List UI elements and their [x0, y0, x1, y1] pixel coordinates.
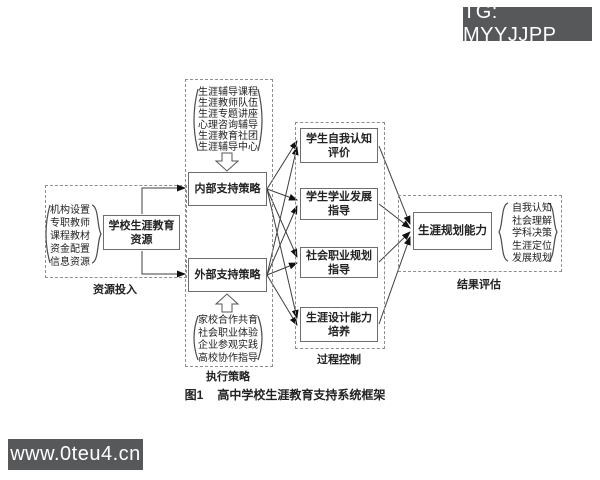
tg-watermark-text: TG: MYYJJPP: [463, 1, 557, 46]
resources-group-label: 资源投入: [93, 284, 137, 296]
up-block-arrow-icon: [214, 293, 240, 313]
list-item: 自我认知: [512, 203, 552, 214]
list-item: 社会职业体验: [198, 327, 258, 339]
brace-glyphs: [45, 88, 558, 361]
figure-caption-number: 图1: [184, 388, 204, 402]
node-label-line: 学生自我认知: [306, 132, 372, 145]
node-label-line: 学校生涯教育: [108, 219, 175, 232]
internal-support-list: 生涯辅导课程 生涯教师队伍 生涯专题讲座 心理咨询辅导 生涯教育社团 生涯辅导中…: [197, 87, 259, 153]
process-group-label: 过程控制: [317, 354, 361, 366]
tg-watermark-badge: TG: MYYJJPP: [463, 1, 592, 46]
external-support-list: 家校合作共育 社会职业体验 企业参观实践 高校协作指导: [197, 315, 259, 365]
internal-support-strategy-node: 内部支持策略: [188, 172, 267, 206]
node-label-line: 指导: [328, 205, 350, 217]
outcome-indicator-list: 自我认知 社会理解 学科决策 生涯定位 发展规划: [510, 203, 554, 266]
list-item: 社会理解: [512, 215, 552, 227]
left-paren-resources: [45, 204, 51, 264]
right-paren-internal-list: [257, 88, 263, 152]
list-item: 课程教材: [50, 231, 90, 242]
list-item: 机构设置: [50, 205, 90, 216]
node-label-line: 资源: [130, 233, 153, 246]
left-paren-external-list: [193, 315, 199, 361]
list-item: 生涯辅导课程: [198, 87, 258, 98]
outcome-group-label: 结果评估: [457, 279, 501, 291]
list-item: 学科决策: [512, 228, 552, 239]
list-item: 资金配置: [50, 244, 90, 255]
academic-development-guidance-node: 学生学业发展 指导: [300, 188, 378, 220]
execution-group-frame: [185, 79, 273, 367]
list-item: 心理咨询辅导: [198, 120, 258, 131]
process-group-frame: [295, 122, 385, 349]
list-item: 家校合作共育: [198, 315, 258, 326]
list-item: 生涯辅导中心: [198, 142, 258, 153]
list-item: 信息资源: [50, 257, 90, 268]
external-support-strategy-node: 外部支持策略: [188, 258, 267, 292]
node-label-line: 社会职业规划: [306, 249, 372, 262]
list-item: 高校协作指导: [198, 352, 258, 364]
outcome-group-frame: [398, 195, 562, 272]
left-brace-outcome-list: [498, 202, 509, 262]
node-label-line: 内部支持策略: [194, 183, 261, 195]
self-cognition-evaluation-node: 学生自我认知 评价: [300, 128, 378, 163]
list-item: 专职教师: [50, 218, 90, 229]
block-arrow-icons: [214, 152, 240, 313]
figure-caption: 图1 高中学校生涯教育支持系统框架: [120, 386, 450, 403]
career-planning-guidance-node: 社会职业规划 指导: [300, 247, 378, 278]
node-label-line: 生涯设计能力: [306, 311, 372, 324]
resource-to-strategy-connectors: [141, 184, 186, 278]
list-item: 企业参观实践: [198, 340, 258, 351]
node-label-line: 评价: [328, 146, 350, 159]
down-block-arrow-icon: [214, 152, 240, 172]
resources-group-frame: [45, 185, 187, 278]
list-item: 生涯专题讲座: [198, 109, 258, 120]
right-paren-external-list: [257, 315, 263, 361]
site-watermark-text: www.0teu4.cn: [10, 443, 141, 465]
right-brace-resources: [91, 204, 102, 264]
node-label-line: 学生学业发展: [306, 191, 372, 203]
list-item: 发展规划: [512, 253, 552, 264]
right-brace-outcome-list: [547, 202, 558, 262]
node-label-line: 培养: [328, 325, 350, 338]
career-design-ability-node: 生涯设计能力 培养: [300, 307, 378, 342]
site-watermark-badge: www.0teu4.cn: [8, 439, 143, 470]
node-label-line: 外部支持策略: [194, 269, 261, 281]
career-planning-ability-node: 生涯规划能力: [413, 212, 492, 250]
list-item: 生涯定位: [512, 240, 552, 252]
left-paren-internal-list: [193, 88, 199, 152]
list-item: 生涯教师队伍: [198, 98, 258, 109]
figure-caption-title: 高中学校生涯教育支持系统框架: [217, 388, 386, 402]
school-career-resources-node: 学校生涯教育 资源: [103, 215, 180, 250]
execution-group-label: 执行策略: [206, 371, 250, 383]
resources-input-list: 机构设置 专职教师 课程教材 资金配置 信息资源: [48, 204, 92, 269]
node-label-line: 指导: [328, 263, 350, 276]
list-item: 生涯教育社团: [198, 131, 258, 142]
node-label-line: 生涯规划能力: [418, 225, 487, 237]
